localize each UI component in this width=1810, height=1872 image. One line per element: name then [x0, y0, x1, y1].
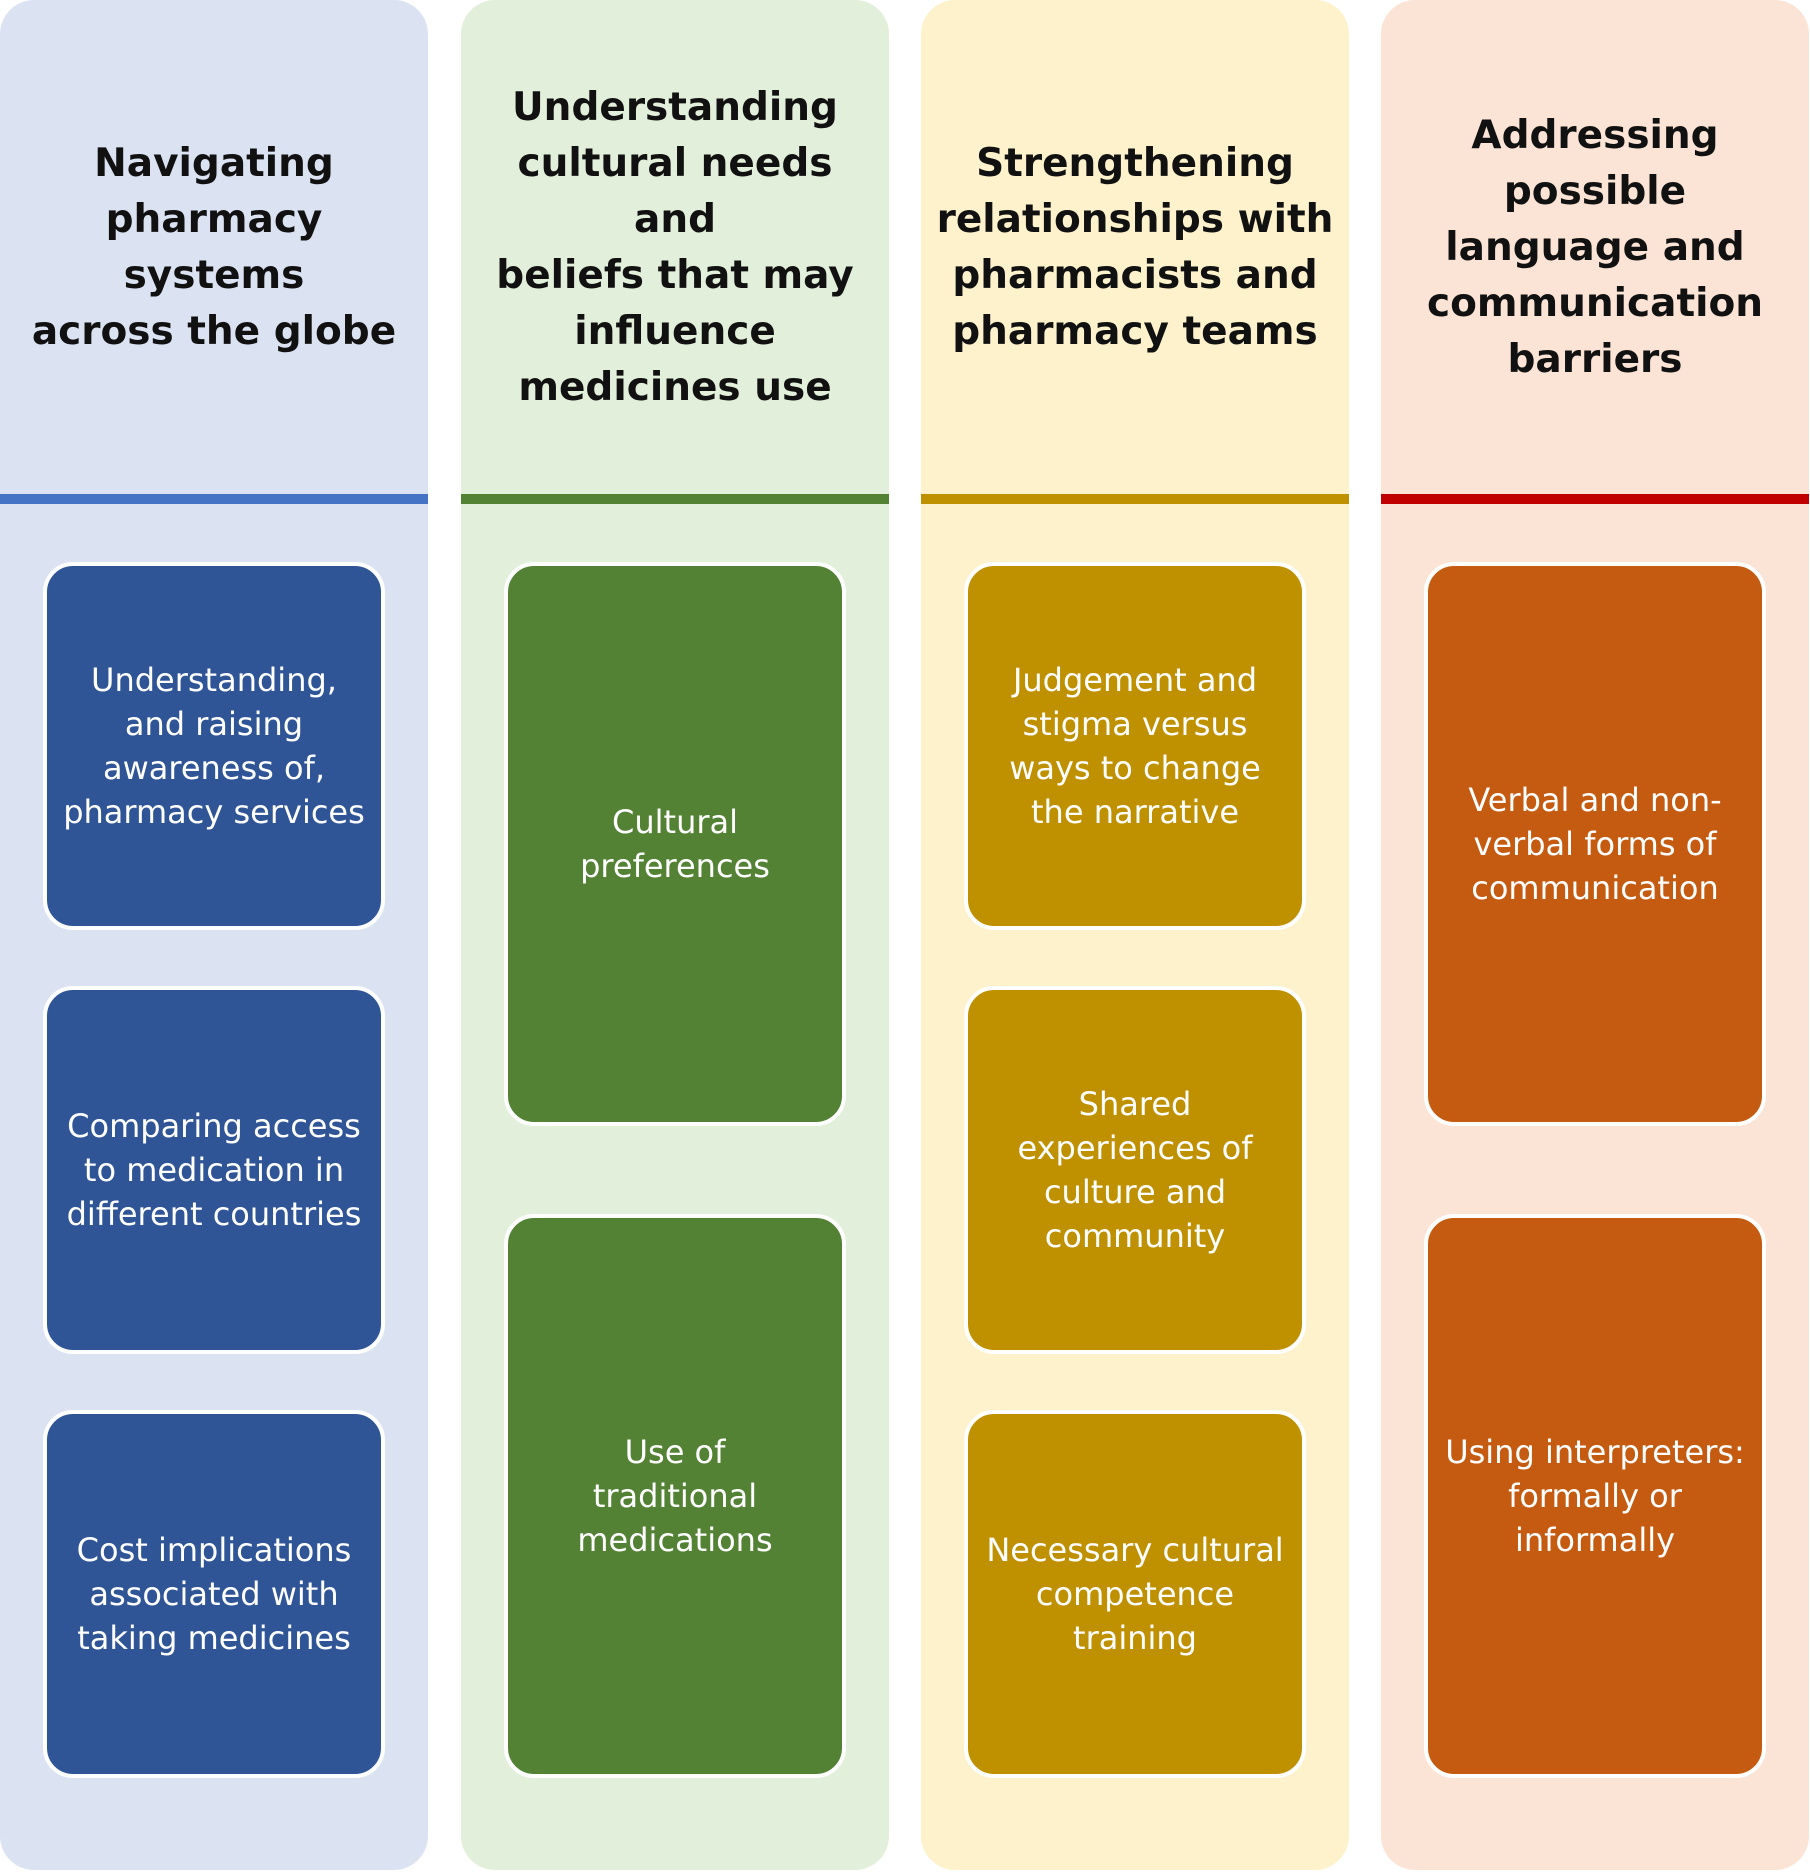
box-text-line: informally [1514, 1521, 1676, 1559]
box-text-line: Cultural [612, 803, 738, 841]
column-heading: Understanding cultural needs and beliefs… [461, 0, 889, 496]
subtheme-box-judgement-stigma: Judgement and stigma versus ways to chan… [964, 562, 1306, 930]
subtheme-box-comparing-access: Comparing access to medication in differ… [43, 986, 385, 1354]
heading-line: Addressing [1471, 113, 1719, 158]
box-text-line: associated with [89, 1575, 339, 1613]
column-heading: Navigating pharmacy systems across the g… [0, 0, 428, 496]
heading-line: pharmacy systems [105, 197, 323, 298]
heading-line: barriers [1507, 337, 1683, 382]
heading-line: possible [1503, 169, 1687, 214]
box-text-line: Verbal and non- [1468, 781, 1722, 819]
box-text-line: Judgement and [1012, 661, 1258, 699]
subtheme-box-interpreters: Using interpreters: formally or informal… [1424, 1214, 1766, 1778]
box-text-line: experiences of [1017, 1129, 1253, 1167]
heading-line: across the globe [31, 309, 397, 354]
box-text-line: verbal forms of [1473, 825, 1717, 863]
box-text-line: to medication in [83, 1151, 345, 1189]
heading-line: cultural needs and [517, 141, 833, 242]
theme-column-relationships: Strengthening relationships with pharmac… [921, 0, 1349, 1870]
heading-line: medicines use [518, 365, 832, 410]
heading-line: influence [574, 309, 776, 354]
box-text-line: formally or [1508, 1477, 1682, 1515]
box-text-line: and raising [124, 705, 304, 743]
column-heading: Addressing possible language and communi… [1381, 0, 1809, 496]
box-text-line: traditional [592, 1477, 758, 1515]
box-text-line: competence [1035, 1575, 1235, 1613]
box-text-line: Understanding, [91, 661, 337, 699]
heading-line: Strengthening [976, 141, 1294, 186]
box-text-line: Comparing access [67, 1107, 361, 1145]
box-text-line: training [1073, 1619, 1197, 1657]
box-text-line: pharmacy services [63, 793, 365, 831]
subtheme-box-cost-implications: Cost implications associated with taking… [43, 1410, 385, 1778]
heading-line: communication [1426, 281, 1764, 326]
box-text-line: ways to change [1009, 749, 1261, 787]
heading-line: pharmacists and [952, 253, 1318, 298]
subtheme-box-cultural-preferences: Cultural preferences [504, 562, 846, 1126]
subtheme-box-traditional-medications: Use of traditional medications [504, 1214, 846, 1778]
subtheme-box-verbal-communication: Verbal and non- verbal forms of communic… [1424, 562, 1766, 1126]
subtheme-box-competence-training: Necessary cultural competence training [964, 1410, 1306, 1778]
theme-column-language-barriers: Addressing possible language and communi… [1381, 0, 1809, 1870]
theme-column-pharmacy-systems: Navigating pharmacy systems across the g… [0, 0, 428, 1870]
column-heading: Strengthening relationships with pharmac… [921, 0, 1349, 496]
box-text-line: community [1044, 1217, 1226, 1255]
theme-column-cultural-needs: Understanding cultural needs and beliefs… [461, 0, 889, 1870]
box-text-line: Use of [624, 1433, 726, 1471]
subtheme-box-shared-experiences: Shared experiences of culture and commun… [964, 986, 1306, 1354]
box-text-line: Necessary cultural [986, 1531, 1284, 1569]
box-text-line: taking medicines [77, 1619, 351, 1657]
box-text-line: medications [577, 1521, 773, 1559]
heading-line: language and [1445, 225, 1745, 270]
box-text-line: awareness of, [102, 749, 325, 787]
column-divider [461, 494, 889, 504]
column-divider [921, 494, 1349, 504]
column-divider [1381, 494, 1809, 504]
box-text-line: communication [1471, 869, 1719, 907]
box-text-line: Shared [1078, 1085, 1192, 1123]
heading-line: pharmacy teams [952, 309, 1318, 354]
box-text-line: the narrative [1031, 793, 1239, 831]
heading-line: Navigating [94, 141, 334, 186]
box-text-line: stigma versus [1022, 705, 1248, 743]
heading-line: relationships with [936, 197, 1334, 242]
heading-line: Understanding [512, 85, 838, 130]
heading-line: beliefs that may [496, 253, 854, 298]
box-text-line: Using interpreters: [1445, 1433, 1745, 1471]
box-text-line: culture and [1043, 1173, 1227, 1211]
box-text-line: different countries [66, 1195, 362, 1233]
subtheme-box-pharmacy-services: Understanding, and raising awareness of,… [43, 562, 385, 930]
box-text-line: Cost implications [76, 1531, 352, 1569]
column-divider [0, 494, 428, 504]
box-text-line: preferences [580, 847, 770, 885]
